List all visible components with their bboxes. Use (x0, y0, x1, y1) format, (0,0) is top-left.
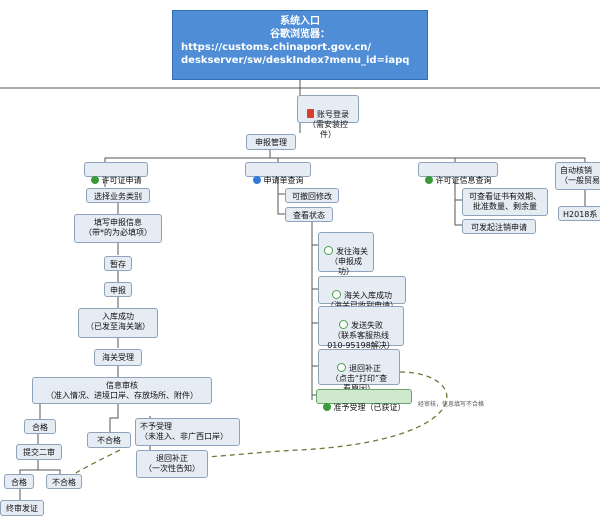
select-type-node[interactable]: 选择业务类别 (86, 188, 150, 203)
apply-cancel-node[interactable]: 可发起注销申请 (462, 219, 536, 234)
pass-node-1[interactable]: 合格 (24, 419, 56, 434)
check-icon (90, 176, 99, 184)
return-fix-node-2[interactable]: 退回补正 （点击“打印”查 看原因） (318, 349, 400, 393)
fill-info-node[interactable]: 填写申报信息 （带*的为必填项） (74, 214, 162, 243)
info-review-node[interactable]: 信息审核 （准入情况、进境口岸、存放场所、附件） (32, 377, 212, 404)
root-title: 系统入口 (280, 16, 320, 27)
pass-node-2[interactable]: 合格 (4, 474, 34, 489)
login-node[interactable]: 账号登录 （需安装控件） (297, 95, 359, 139)
h2018-node[interactable]: H2018系 (558, 206, 600, 221)
reject-accept-node[interactable]: 不予受理 （未准入、非广西口岸） (135, 418, 240, 446)
fail-node-1[interactable]: 不合格 (87, 432, 131, 448)
auto-verify-node[interactable]: 自动核销 （一般贸易 (555, 162, 600, 190)
system-entry-node: 系统入口 谷歌浏览器： https://customs.chinaport.go… (172, 10, 428, 80)
view-status-node[interactable]: 查看状态 (285, 207, 333, 222)
root-url-line-1[interactable]: https://customs.chinaport.gov.cn/ (181, 42, 372, 53)
customs-storage-node[interactable]: 海关入库成功 （海关已收到申请） (318, 276, 406, 310)
final-issue-node[interactable]: 终审发证 (0, 500, 44, 516)
question-icon (252, 176, 261, 184)
root-url-line-2[interactable]: deskserver/sw/deskIndex?menu_id=iapq (181, 55, 410, 66)
flag-icon (307, 109, 314, 118)
permit-info-query-node[interactable]: 许可证信息查询 (418, 162, 498, 185)
customs-accept-node[interactable]: 海关受理 (94, 349, 142, 366)
permit-apply-node[interactable]: 许可证申请 (84, 162, 148, 185)
second-review-node[interactable]: 提交二审 (16, 444, 62, 460)
pending-icon (324, 246, 333, 255)
check-icon (322, 403, 331, 411)
check-icon (424, 176, 433, 184)
apply-query-node[interactable]: 申请单查询 (245, 162, 311, 185)
save-node[interactable]: 暂存 (104, 256, 132, 271)
submit-node[interactable]: 申报 (104, 282, 132, 297)
send-fail-node[interactable]: 发送失败 （联系客服热线 010-95198解决） (318, 306, 404, 350)
fail-node-2[interactable]: 不合格 (46, 474, 82, 489)
review-fail-note: 经审核，信息填写不合格 (418, 401, 485, 408)
pending-icon (332, 290, 341, 299)
declare-mgmt-node[interactable]: 申报管理 (246, 134, 296, 150)
view-cert-node[interactable]: 可查看证书有效期、 批准数量、剩余量 (462, 188, 548, 216)
pending-icon (339, 320, 348, 329)
sent-customs-node[interactable]: 发往海关 （申报成 功） (318, 232, 374, 276)
return-fix-node-1[interactable]: 退回补正 （一次性告知） (136, 450, 208, 478)
pending-icon (337, 363, 346, 372)
withdraw-node[interactable]: 可撤回修改 (285, 188, 339, 203)
storage-ok-node[interactable]: 入库成功 （已发至海关端） (78, 308, 158, 338)
root-browser-label: 谷歌浏览器： (270, 29, 330, 40)
accept-node[interactable]: 准予受理（已获证） (316, 389, 412, 412)
